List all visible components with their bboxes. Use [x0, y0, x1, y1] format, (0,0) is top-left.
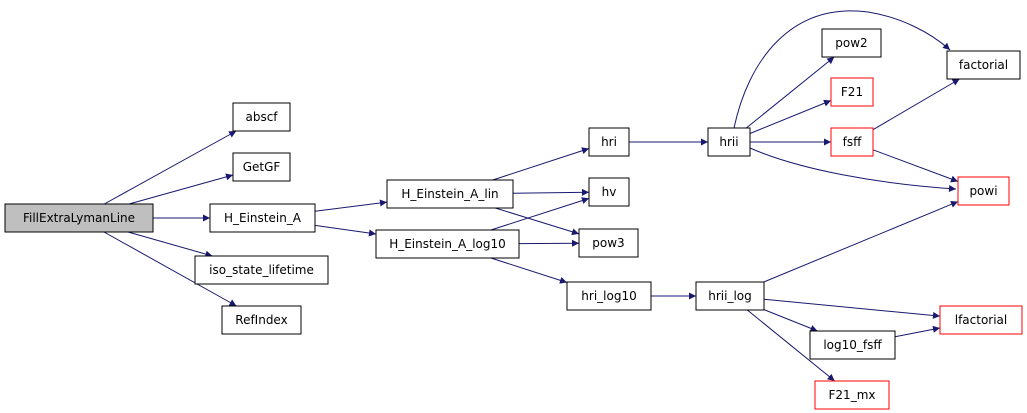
node-hri_log10[interactable]: hri_log10: [566, 281, 652, 311]
node-box: [221, 305, 302, 335]
node-box: [830, 127, 874, 157]
node-box: [386, 179, 514, 209]
edge-hrii_log-to-lfactorial: [763, 298, 941, 319]
node-powi[interactable]: powi: [957, 176, 1010, 206]
node-box: [946, 50, 1021, 80]
edge-hrii_log-to-F21_mx: [746, 309, 836, 382]
edge-FillExtraLymanLine-to-GetGF: [128, 173, 234, 205]
node-box: [588, 177, 630, 207]
node-FillExtraLymanLine[interactable]: FillExtraLymanLine: [4, 203, 154, 233]
node-label: hri_log10: [581, 289, 636, 303]
node-label: hrii_log: [708, 289, 752, 303]
edge-hrii_log-to-log10_fsff: [763, 309, 818, 332]
node-label: fsff: [843, 135, 862, 149]
node-label: abscf: [245, 110, 278, 124]
node-pow3[interactable]: pow3: [578, 228, 639, 258]
node-lfactorial[interactable]: lfactorial: [939, 305, 1023, 335]
node-box: [588, 127, 630, 157]
edge-H_Einstein_A_log10-to-hri_log10: [490, 257, 568, 284]
node-box: [809, 330, 896, 360]
node-box: [209, 203, 316, 233]
node-hrii_log[interactable]: hrii_log: [695, 281, 765, 311]
edge-FillExtraLymanLine-to-RefIndex: [103, 231, 237, 307]
edge-fsff-to-powi: [872, 149, 959, 183]
node-box: [375, 229, 520, 259]
node-box: [707, 127, 751, 157]
edge-hrii_log-to-powi: [763, 201, 959, 283]
edge-H_Einstein_A_log10-to-hv: [490, 197, 590, 231]
node-GetGF[interactable]: GetGF: [232, 152, 291, 182]
node-label: powi: [969, 184, 997, 198]
node-hri[interactable]: hri: [588, 127, 630, 157]
node-fsff[interactable]: fsff: [830, 127, 874, 157]
node-box: [566, 281, 652, 311]
node-label: FillExtraLymanLine: [23, 211, 135, 225]
edge-hrii-to-F21: [749, 99, 832, 134]
edge-hrii-to-pow2: [745, 56, 835, 129]
node-log10_fsff[interactable]: log10_fsff: [809, 330, 896, 360]
node-label: F21_mx: [829, 388, 876, 402]
edge-H_Einstein_A_lin-to-pow3: [495, 207, 580, 236]
node-H_Einstein_A[interactable]: H_Einstein_A: [209, 203, 316, 233]
edge-fsff-to-factorial: [872, 78, 960, 131]
node-label: H_Einstein_A_lin: [401, 187, 498, 201]
node-box: [4, 203, 154, 233]
node-abscf[interactable]: abscf: [232, 102, 291, 132]
node-box: [695, 281, 765, 311]
node-box: [957, 176, 1010, 206]
node-label: hv: [602, 185, 617, 199]
node-box: [578, 228, 639, 258]
node-label: H_Einstein_A: [224, 211, 302, 225]
node-label: log10_fsff: [823, 338, 882, 352]
node-label: lfactorial: [955, 313, 1008, 327]
edges-layer: [103, 10, 960, 382]
edge-hrii-to-powi: [749, 147, 957, 193]
node-label: hrii: [719, 135, 738, 149]
node-label: iso_state_lifetime: [209, 263, 314, 277]
node-iso_state_lifetime[interactable]: iso_state_lifetime: [194, 255, 329, 285]
node-box: [232, 152, 291, 182]
node-box: [830, 77, 874, 107]
node-label: GetGF: [243, 160, 281, 174]
node-factorial[interactable]: factorial: [946, 50, 1021, 80]
node-label: F21: [841, 85, 863, 99]
edge-H_Einstein_A_lin-to-hv: [512, 188, 590, 196]
edge-log10_fsff-to-lfactorial: [894, 325, 941, 338]
node-box: [939, 305, 1023, 335]
node-pow2[interactable]: pow2: [821, 28, 882, 58]
node-box: [232, 102, 291, 132]
node-label: factorial: [959, 58, 1008, 72]
node-label: H_Einstein_A_log10: [389, 237, 506, 251]
edge-H_Einstein_A_lin-to-hri: [492, 147, 590, 181]
node-label: RefIndex: [235, 313, 287, 327]
node-F21[interactable]: F21: [830, 77, 874, 107]
node-label: pow3: [592, 236, 624, 250]
node-label: hri: [601, 135, 617, 149]
edge-FillExtraLymanLine-to-abscf: [104, 130, 237, 205]
node-box: [194, 255, 329, 285]
edge-hrii-to-factorial: [733, 10, 951, 129]
edge-H_Einstein_A-to-H_Einstein_A_log10: [314, 224, 377, 237]
edge-FillExtraLymanLine-to-iso_state_lifetime: [127, 231, 213, 258]
node-label: pow2: [835, 36, 867, 50]
node-box: [821, 28, 882, 58]
node-hv[interactable]: hv: [588, 177, 630, 207]
node-H_Einstein_A_lin[interactable]: H_Einstein_A_lin: [386, 179, 514, 209]
node-F21_mx[interactable]: F21_mx: [814, 380, 890, 410]
edge-H_Einstein_A-to-H_Einstein_A_lin: [314, 199, 388, 212]
node-H_Einstein_A_log10[interactable]: H_Einstein_A_log10: [375, 229, 520, 259]
node-hrii[interactable]: hrii: [707, 127, 751, 157]
node-RefIndex[interactable]: RefIndex: [221, 305, 302, 335]
node-box: [814, 380, 890, 410]
